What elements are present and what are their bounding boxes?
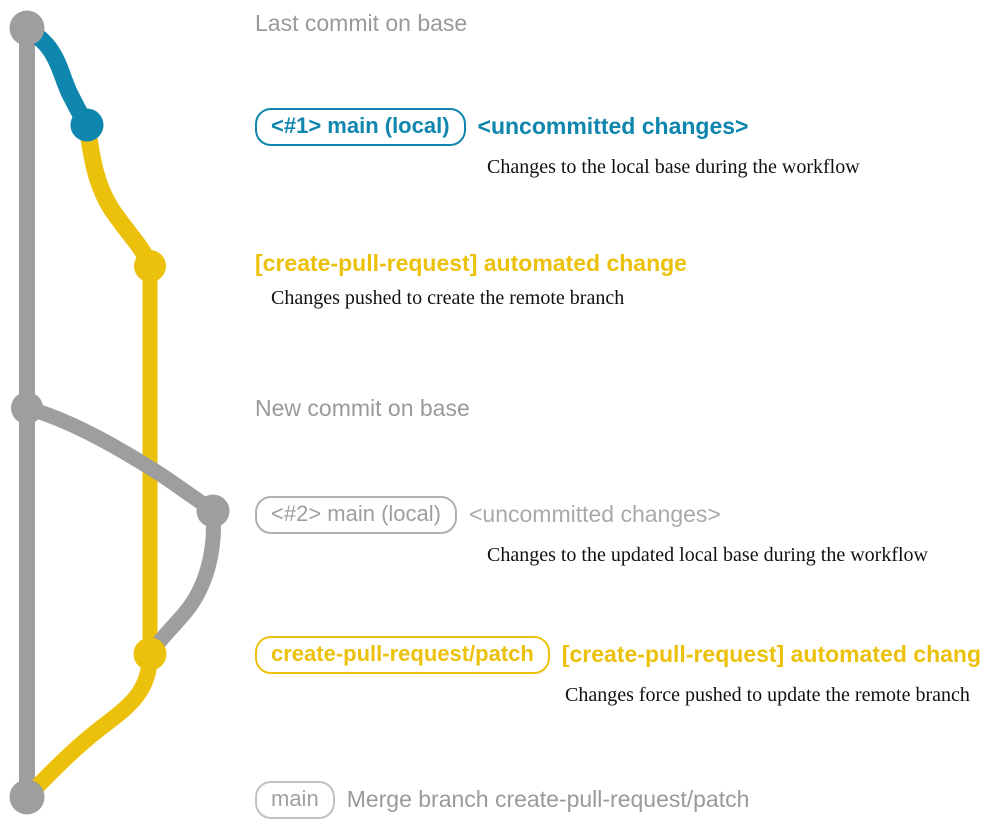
commit-node-last-commit-on-base[interactable] [9,10,45,46]
local-branch-line-1 [18,21,96,134]
entry-new-commit-on-base: New commit on base [255,395,470,421]
branch-pill-main-local-2[interactable]: <#2> main (local) [255,496,457,534]
local-2-to-patch-line [142,503,221,662]
entry-headline: [create-pull-request] automated change [255,250,687,276]
base-to-local-2-line [19,400,221,519]
branch-pill-create-pull-request-patch[interactable]: create-pull-request/patch [255,636,550,674]
entry-automated-change-update: create-pull-request/patch [create-pull-r… [255,636,981,706]
entry-merge-commit: main Merge branch create-pull-request/pa… [255,781,749,819]
commit-subject: <uncommitted changes> [468,501,721,528]
entry-headline: create-pull-request/patch [create-pull-r… [255,636,981,674]
patch-branch-line-1 [78,116,159,275]
commit-note: Changes pushed to create the remote bran… [271,287,625,310]
commit-subject: <uncommitted changes> [477,113,749,140]
commit-subject: Last commit on base [255,10,468,36]
entry-headline: <#2> main (local) <uncommitted changes> [255,496,928,534]
commit-node-automated-change-create[interactable] [134,250,166,282]
commit-subject: Merge branch create-pull-request/patch [346,786,750,813]
commit-note: Changes force pushed to update the remot… [565,683,970,706]
commit-subject: New commit on base [255,395,470,421]
commit-node-local-commit-2[interactable] [196,494,230,528]
entry-local-commit-2: <#2> main (local) <uncommitted changes> … [255,496,928,566]
entry-local-commit-1: <#1> main (local) <uncommitted changes> … [255,108,860,178]
entry-headline: Last commit on base [255,10,468,36]
commit-note: Changes to the updated local base during… [487,543,928,566]
branch-pill-main-local-1[interactable]: <#1> main (local) [255,108,466,146]
commit-note: Changes to the local base during the wor… [487,155,860,178]
branch-pill-main[interactable]: main [255,781,335,819]
entry-headline: main Merge branch create-pull-request/pa… [255,781,749,819]
commit-node-new-commit-on-base[interactable] [11,392,43,424]
commit-node-merge-commit[interactable] [9,779,45,815]
commit-subject: [create-pull-request] automated change [255,250,687,276]
entry-headline: <#1> main (local) <uncommitted changes> [255,108,860,146]
entry-last-commit-on-base: Last commit on base [255,10,468,36]
patch-merge-line [19,646,158,805]
commit-node-local-commit-1[interactable] [70,108,104,142]
entry-headline: New commit on base [255,395,470,421]
entry-automated-change-create: [create-pull-request] automated change C… [255,250,687,310]
commit-node-automated-change-update[interactable] [133,637,167,671]
commit-subject: [create-pull-request] automated change [561,641,981,668]
